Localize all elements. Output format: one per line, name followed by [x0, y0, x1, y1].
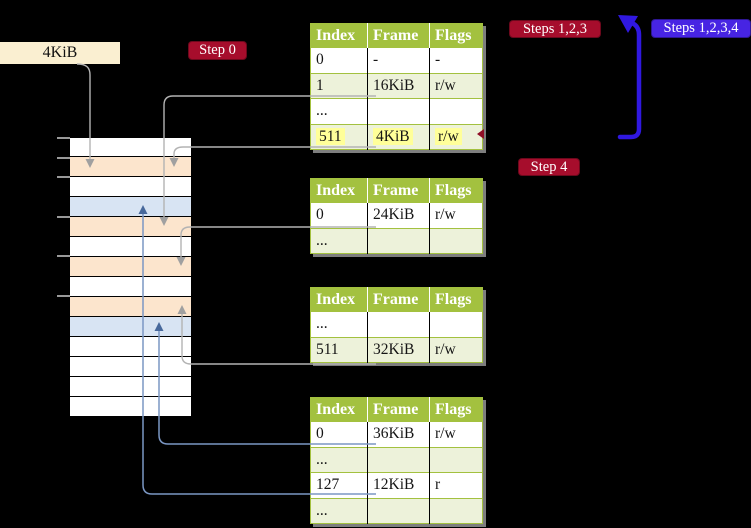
memory-stack: [68, 136, 192, 417]
table-cell: [429, 227, 483, 254]
column-header: Index: [310, 287, 368, 312]
badge-step-4: Step 4: [518, 158, 580, 176]
table-row: ...: [310, 446, 483, 473]
column-header: Flags: [429, 397, 483, 422]
table-cell: 36KiB: [367, 421, 430, 447]
big-blue-flow-arrow: [617, 15, 642, 140]
page-size-label: 4KiB: [0, 42, 120, 64]
table-cell: r/w: [429, 421, 483, 447]
table-cell: r/w: [429, 202, 483, 228]
table-cell: [367, 446, 430, 473]
table-cell: -: [367, 47, 430, 73]
badge-steps-1-2-3-4: Steps 1,2,3,4: [651, 19, 751, 38]
memory-frame-row-peach: [69, 157, 191, 176]
table-cell: 0: [310, 202, 368, 228]
table-cell: [367, 98, 430, 124]
connector-table1-row511-to-4kib-frame: [169, 146, 376, 167]
table-cell: 4KiB: [367, 123, 430, 150]
table-cell: [367, 497, 430, 524]
column-header: Frame: [367, 178, 430, 203]
memory-frame-row-blue: [69, 317, 191, 336]
table-row: 0--: [310, 47, 483, 73]
table-cell: [367, 227, 430, 254]
memory-frame-row-white: [69, 237, 191, 256]
table-cell: r/w: [429, 123, 483, 150]
table-cell: 12KiB: [367, 472, 430, 498]
memory-frame-row-white: [69, 277, 191, 296]
table-cell: ...: [310, 227, 368, 254]
table-row: ...: [310, 227, 483, 254]
table-cell: 32KiB: [367, 336, 430, 363]
table-cell: ...: [310, 311, 368, 337]
column-header: Frame: [367, 397, 430, 422]
table-cell: r: [429, 472, 483, 498]
table-cell: [429, 446, 483, 473]
table-cell: ...: [310, 446, 368, 473]
column-header: Index: [310, 178, 368, 203]
table-row: ...: [310, 311, 483, 337]
table-cell: [429, 497, 483, 524]
memory-frame-row-white: [69, 177, 191, 196]
column-header: Flags: [429, 178, 483, 203]
column-header: Index: [310, 397, 368, 422]
memory-frame-row-white: [69, 397, 191, 416]
memory-frame-row-white: [69, 137, 191, 156]
table-cell: ...: [310, 497, 368, 524]
memory-frame-row-peach: [69, 297, 191, 316]
badge-step-0: Step 0: [188, 41, 247, 60]
table-cell: 127: [310, 472, 368, 498]
table-cell: ...: [310, 98, 368, 124]
table-cell: 16KiB: [367, 72, 430, 99]
table-cell: [367, 311, 430, 337]
memory-frame-row-white: [69, 337, 191, 356]
table-cell: r/w: [429, 72, 483, 99]
column-header: Index: [310, 23, 368, 48]
memory-frame-row-blue: [69, 197, 191, 216]
table-cell: 24KiB: [367, 202, 430, 228]
table-cell: 0: [310, 421, 368, 447]
column-header: Frame: [367, 287, 430, 312]
column-header: Flags: [429, 23, 483, 48]
table-cell: -: [429, 47, 483, 73]
table-cell: 1: [310, 72, 368, 99]
table-cell: 511: [310, 336, 368, 363]
table-cell: 0: [310, 47, 368, 73]
memory-frame-row-peach: [69, 217, 191, 236]
table-row: ...: [310, 497, 483, 524]
table-row: ...: [310, 98, 483, 124]
memory-frame-row-peach: [69, 257, 191, 276]
table-cell: [429, 311, 483, 337]
table-cell: 511: [310, 123, 368, 150]
memory-frame-row-white: [69, 377, 191, 396]
column-header: Frame: [367, 23, 430, 48]
badge-steps-1-2-3: Steps 1,2,3: [509, 20, 601, 38]
memory-frame-row-white: [69, 357, 191, 376]
column-header: Flags: [429, 287, 483, 312]
table-cell: r/w: [429, 336, 483, 363]
table-cell: [429, 98, 483, 124]
